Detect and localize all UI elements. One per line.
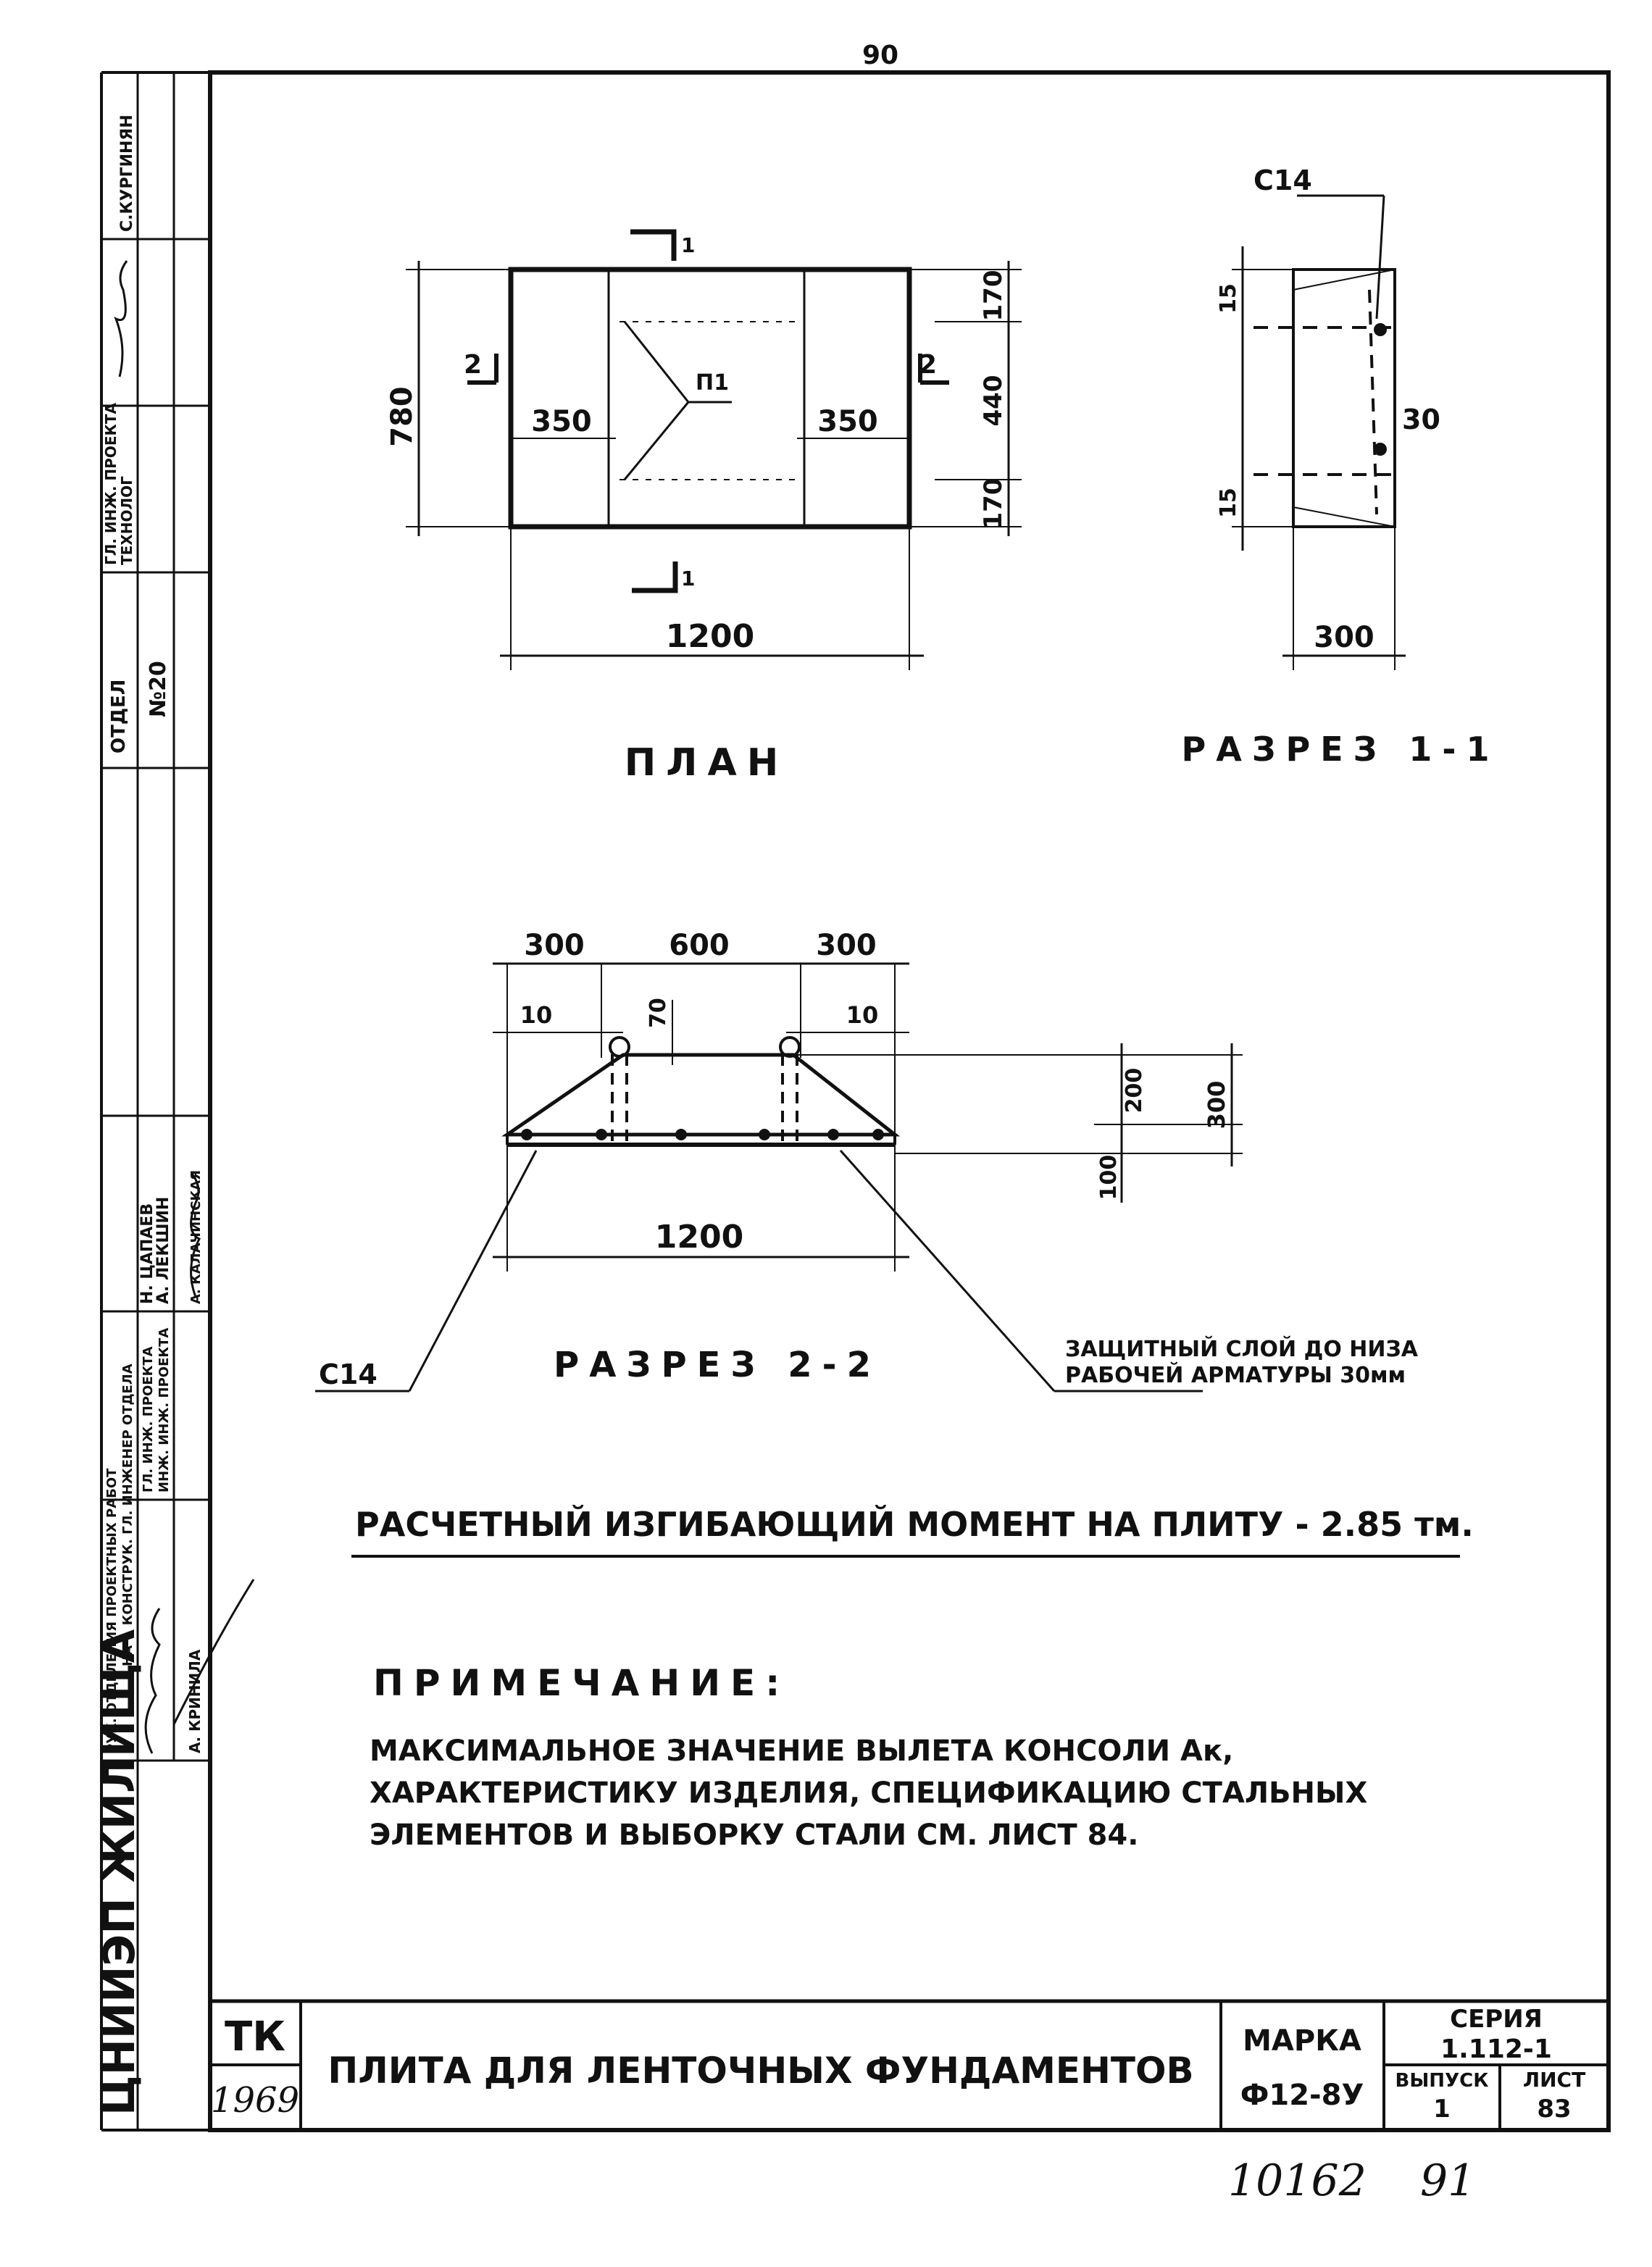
handwritten-archive-number: 10162 — [1228, 2155, 1367, 2206]
signature-4 — [172, 1579, 255, 1725]
plan-section-2-left-label: 2 — [464, 350, 482, 380]
section-2-bar-mark: С14 — [319, 1358, 377, 1390]
plan-loop-mark: П1 — [696, 370, 729, 396]
plan-dim-left-strip: 350 — [531, 405, 592, 438]
section-2-dim-upper: 200 — [1122, 1068, 1147, 1114]
title-block-vypusk-label: ВЫПУСК — [1396, 2070, 1489, 2092]
plan-dim-width: 1200 — [666, 618, 754, 655]
section-2-dim-middle: 600 — [669, 929, 730, 962]
section-1-bar-mark: С14 — [1253, 164, 1312, 196]
title-block-title: ПЛИТА ДЛЯ ЛЕНТОЧНЫХ ФУНДАМЕНТОВ — [328, 2050, 1193, 2092]
title-block-marka-value: Ф12-8У — [1240, 2079, 1364, 2112]
section-2-dim-width: 1200 — [655, 1219, 743, 1256]
handwritten-page-number: 91 — [1420, 2155, 1475, 2206]
title-block-marka-label: МАРКА — [1243, 2024, 1361, 2058]
stamp-role-project-engineer: ГЛ. ИНЖ. ПРОЕКТА — [141, 1346, 156, 1492]
stamp-role-chief-designer: НАЧ. КОНСТРУК. ГЛ. ИНЖЕНЕР ОТДЕЛА — [120, 1364, 135, 1666]
sheet-frame — [100, 70, 1611, 2132]
section-1-dim-bottom: 15 — [1216, 488, 1241, 518]
stamp-role-engineer: ИНЖ. ИНЖ. ПРОЕКТА — [157, 1328, 172, 1492]
moment-line: РАСЧЕТНЫЙ ИЗГИБАЮЩИЙ МОМЕНТ НА ПЛИТУ - 2… — [355, 1505, 1474, 1544]
title-block-tk: ТК — [225, 2013, 285, 2061]
title-block-series-value: 1.112-1 — [1440, 2034, 1552, 2064]
section-2-dim-left: 300 — [524, 929, 585, 962]
section-2-dim-right-small: 10 — [846, 1001, 879, 1029]
stamp-name-tsapaev: Н. ЦАПАЕВ — [138, 1203, 157, 1304]
note-line-2: ХАРАКТЕРИСТИКУ ИЗДЕЛИЯ, СПЕЦИФИКАЦИЮ СТА… — [370, 1777, 1367, 1810]
plan-view: П1 1 1 2 2 1200 780 350 350 170 440 170 — [385, 229, 1022, 785]
plan-section-2-right — [918, 354, 949, 385]
section-2-dim-total-height: 300 — [1203, 1081, 1230, 1130]
section-2-dim-right: 300 — [816, 929, 877, 962]
plan-section-1-bottom-label: 1 — [681, 567, 695, 590]
plan-section-1-top-label: 1 — [681, 233, 695, 257]
title-block-list-value: 83 — [1537, 2095, 1571, 2124]
section-1-dim-height: 30 — [1402, 404, 1440, 435]
stamp-role-technologist: ТЕХНОЛОГ — [118, 476, 135, 565]
plan-caption: ПЛАН — [625, 741, 788, 785]
signature-1 — [114, 260, 128, 377]
stamp-role-dept-head: РУК. ОТДЕЛЕНИЯ ПРОЕКТНЫХ РАБОТ — [104, 1468, 120, 1753]
plan-dim-right-strip: 350 — [817, 405, 878, 438]
stamp-dept-label: ОТДЕЛ — [108, 680, 130, 753]
title-block: ТК 1969 ПЛИТА ДЛЯ ЛЕНТОЧНЫХ ФУНДАМЕНТОВ … — [210, 1999, 1609, 2130]
top-page-number: 90 — [862, 41, 898, 70]
left-stamp-strip: С.КУРГИНЯН ГЛ. ИНЖ. ПРОЕКТА ТЕХНОЛОГ ОТД… — [94, 72, 255, 2130]
stamp-dept-number: №20 — [146, 661, 171, 717]
section-2-dim-loop-gap: 70 — [646, 998, 671, 1028]
plan-dim-middle: 440 — [979, 375, 1008, 427]
section-2-cover-note-line1: ЗАЩИТНЫЙ СЛОЙ ДО НИЗА — [1065, 1336, 1419, 1362]
section-1-dim-top: 15 — [1216, 283, 1241, 314]
section-2-2-view: 300 600 300 10 10 70 200 300 100 1200 С1… — [315, 929, 1419, 1393]
note-title: ПРИМЕЧАНИЕ: — [373, 1662, 790, 1704]
note-line-1: МАКСИМАЛЬНОЕ ЗНАЧЕНИЕ ВЫЛЕТА КОНСОЛИ Ак, — [370, 1734, 1233, 1768]
section-2-cover-note-line2: РАБОЧЕЙ АРМАТУРЫ 30мм — [1065, 1362, 1406, 1388]
plan-dim-top: 170 — [979, 270, 1008, 322]
plan-section-2-left — [467, 354, 498, 385]
note-line-3: ЭЛЕМЕНТОВ И ВЫБОРКУ СТАЛИ СМ. ЛИСТ 84. — [370, 1819, 1138, 1852]
section-1-dim-width: 300 — [1314, 621, 1374, 654]
signature-3 — [144, 1608, 161, 1754]
plan-section-2-right-label: 2 — [919, 350, 937, 380]
plan-dim-height: 780 — [385, 386, 419, 447]
section-2-dim-left-small: 10 — [520, 1001, 553, 1029]
section-1-caption: РАЗРЕЗ 1-1 — [1182, 730, 1500, 769]
signature-2 — [190, 1173, 201, 1298]
plan-section-1-top — [630, 229, 677, 261]
title-block-list-label: ЛИСТ — [1523, 2068, 1585, 2092]
plan-dim-bottom: 170 — [979, 478, 1008, 530]
title-block-year: 1969 — [211, 2080, 299, 2121]
stamp-organization: ЦНИИЭП ЖИЛИЩА — [94, 1629, 145, 2116]
title-block-series-label: СЕРИЯ — [1450, 2005, 1543, 2034]
stamp-role-chief-engineer: ГЛ. ИНЖ. ПРОЕКТА — [102, 403, 120, 565]
stamp-name-kurginyan: С.КУРГИНЯН — [118, 114, 136, 232]
stamp-name-krinila: А. КРИНИЛА — [186, 1649, 204, 1753]
stamp-name-lekshin: А. ЛЕКШИН — [154, 1197, 172, 1304]
plan-section-1-bottom — [632, 561, 678, 593]
title-block-vypusk-value: 1 — [1433, 2095, 1451, 2124]
section-1-1-view: С14 15 15 30 300 РАЗРЕЗ 1-1 — [1182, 164, 1500, 769]
section-2-caption: РАЗРЕЗ 2-2 — [554, 1345, 881, 1385]
section-2-dim-lower: 100 — [1096, 1155, 1122, 1201]
